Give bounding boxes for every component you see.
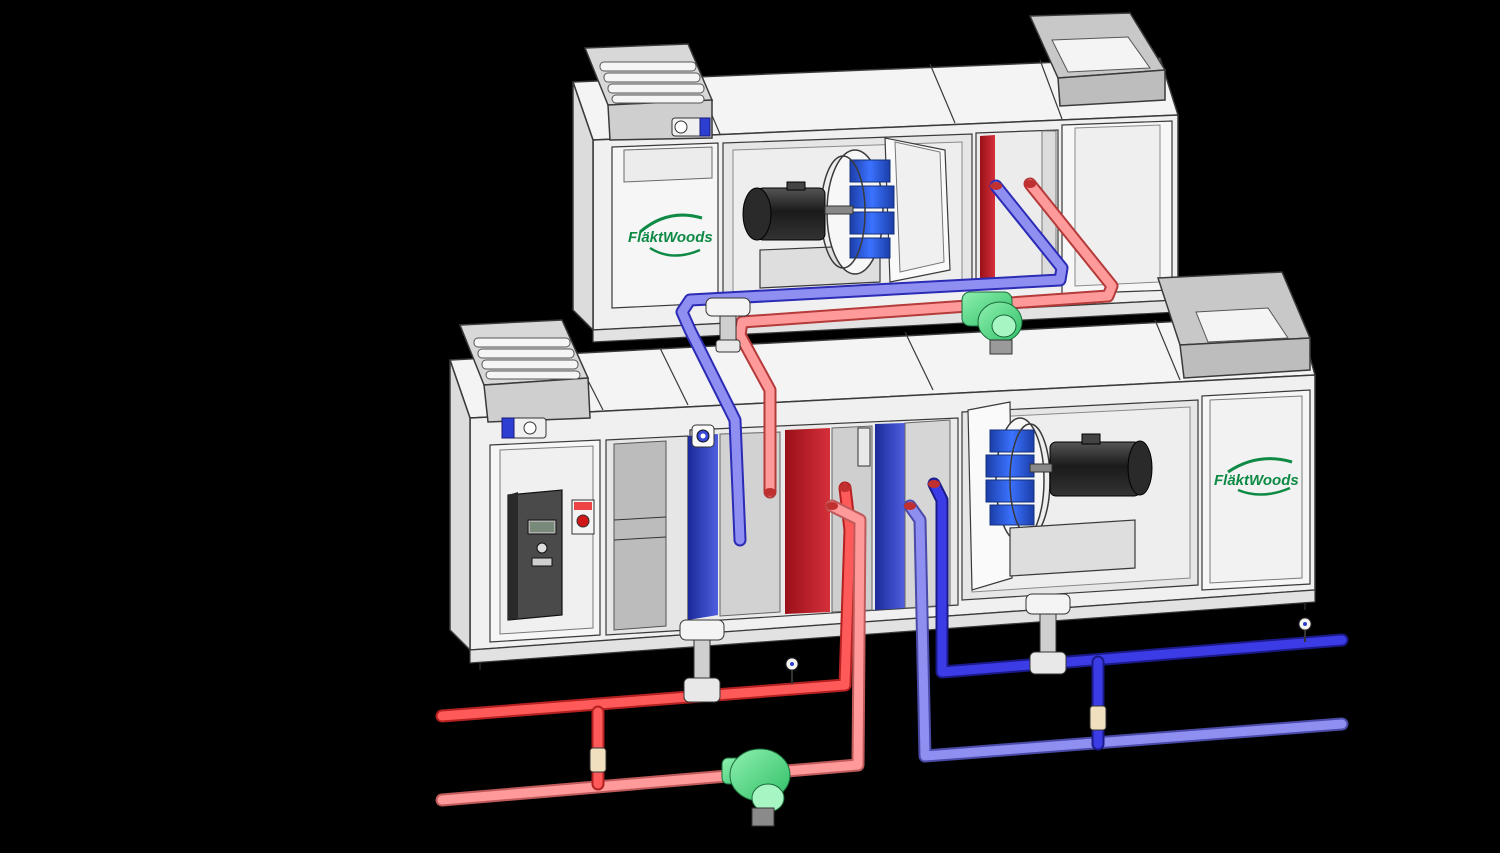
damper-actuator-lower — [501, 417, 547, 439]
cooling-balancing-valve — [1089, 705, 1107, 731]
lower-fan-motor — [1029, 433, 1153, 497]
upper-circulation-pump — [961, 291, 1023, 355]
damper-actuator-section — [691, 424, 715, 448]
heating-pressure-gauge — [785, 657, 799, 684]
lower-fan-wheel — [985, 417, 1051, 543]
lower-air-handling-unit: FläktWoods — [448, 314, 1316, 670]
coil-connections — [764, 180, 1036, 510]
cooling-pressure-gauge — [1298, 617, 1312, 642]
piping — [435, 177, 1349, 807]
damper-actuator-upper — [671, 117, 711, 137]
brand-logo-text-lower: FläktWoods — [1214, 472, 1299, 489]
upper-fan-wheel — [820, 149, 895, 275]
flaktwoods-logo-lower: FläktWoods — [1214, 457, 1299, 496]
flaktwoods-logo-upper: FläktWoods — [628, 213, 713, 257]
upper-filter-hood — [583, 43, 714, 141]
heating-balancing-valve — [589, 747, 607, 773]
cooling-control-valve — [1025, 593, 1071, 675]
brand-logo-text-upper: FläktWoods — [628, 229, 713, 246]
heating-circulation-pump — [721, 748, 791, 827]
upper-exhaust-hood — [1028, 12, 1167, 107]
isolator-switch — [571, 499, 595, 535]
upper-fan-motor — [742, 181, 854, 241]
lower-exhaust-hood — [1156, 271, 1312, 379]
lower-filter-hood — [458, 319, 591, 439]
frequency-drive — [507, 489, 563, 621]
heating-control-valve — [679, 619, 725, 703]
upper-control-valve — [705, 297, 751, 353]
